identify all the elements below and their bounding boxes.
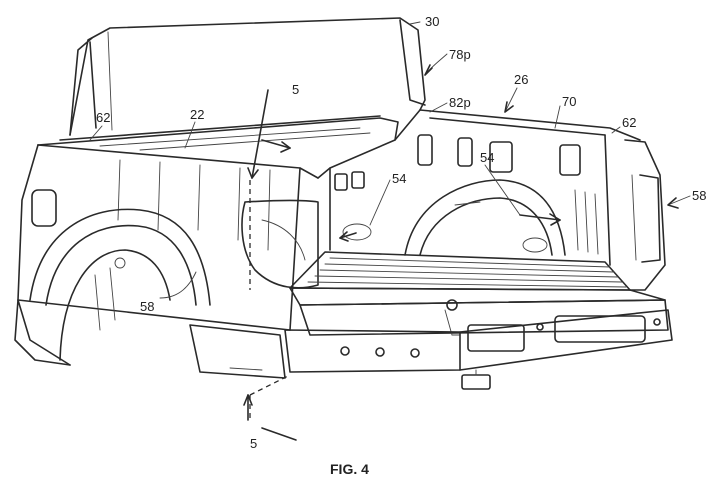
bed-interior [317,109,641,266]
ref-58-right: 58 [692,188,706,203]
ref-70: 70 [562,94,576,109]
left-wheel-arch [29,208,211,361]
ref-62-right: 62 [622,115,636,130]
right-tail-light [624,139,666,291]
rear-bumper [284,309,673,390]
ref-22: 22 [190,107,204,122]
tailgate [289,287,669,336]
section-line [243,89,297,441]
ref-82p: 82p [449,95,471,110]
ref-54-left: 54 [392,171,406,186]
ref-26: 26 [514,72,528,87]
ref-78p: 78p [449,47,471,62]
ref-62-left: 62 [96,110,110,125]
left-tail-light [241,199,319,289]
leader-lines [89,21,691,299]
ref-58-left: 58 [140,299,154,314]
figure-caption: FIG. 4 [330,461,369,477]
ref-54-right: 54 [480,150,494,165]
reference-numerals: 30 78p 26 82p 70 62 62 22 5 54 54 58 58 … [96,14,706,451]
ref-5-top: 5 [292,82,299,97]
headache-rack [69,17,426,136]
ref-5-bottom: 5 [250,436,257,451]
ref-30: 30 [425,14,439,29]
bed-floor [289,251,631,291]
